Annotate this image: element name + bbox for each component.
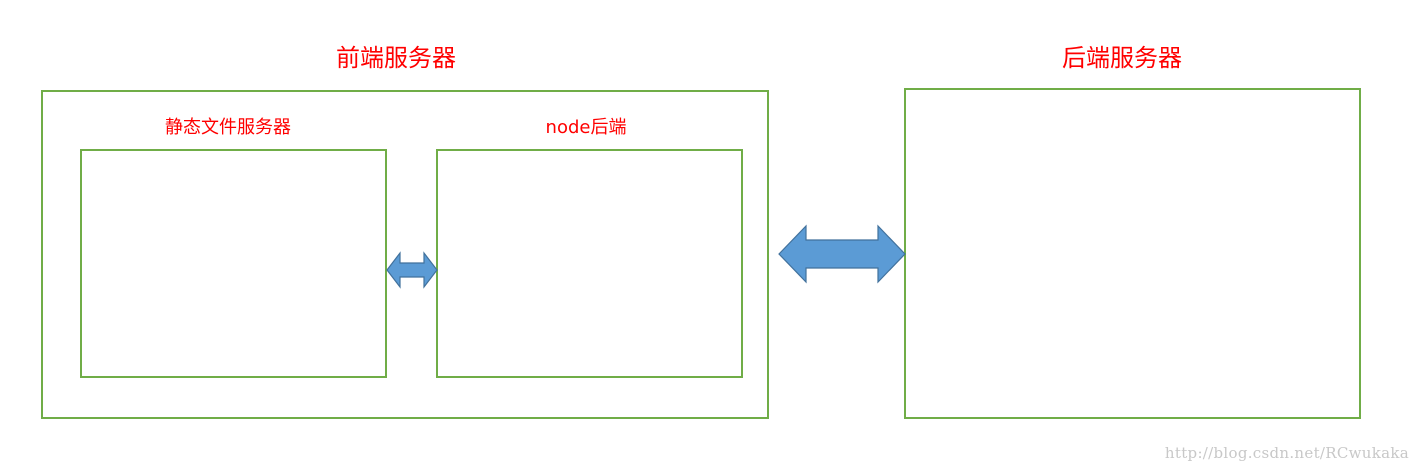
- double-arrow-icon: [386, 251, 438, 289]
- large-double-arrow-shape: [778, 224, 906, 284]
- watermark: http://blog.csdn.net/RCwukaka: [1164, 444, 1409, 462]
- double-arrow-icon: [778, 224, 906, 284]
- small-double-arrow-shape: [386, 251, 438, 289]
- static-file-server-box: [80, 149, 387, 378]
- frontend-server-label: 前端服务器: [336, 44, 456, 72]
- frontend-server-box: [41, 90, 769, 419]
- node-backend-box: [436, 149, 743, 378]
- backend-server-box: [904, 88, 1361, 419]
- node-backend-label: node后端: [545, 117, 627, 138]
- static-file-server-label: 静态文件服务器: [165, 117, 291, 138]
- backend-server-label: 后端服务器: [1062, 44, 1182, 72]
